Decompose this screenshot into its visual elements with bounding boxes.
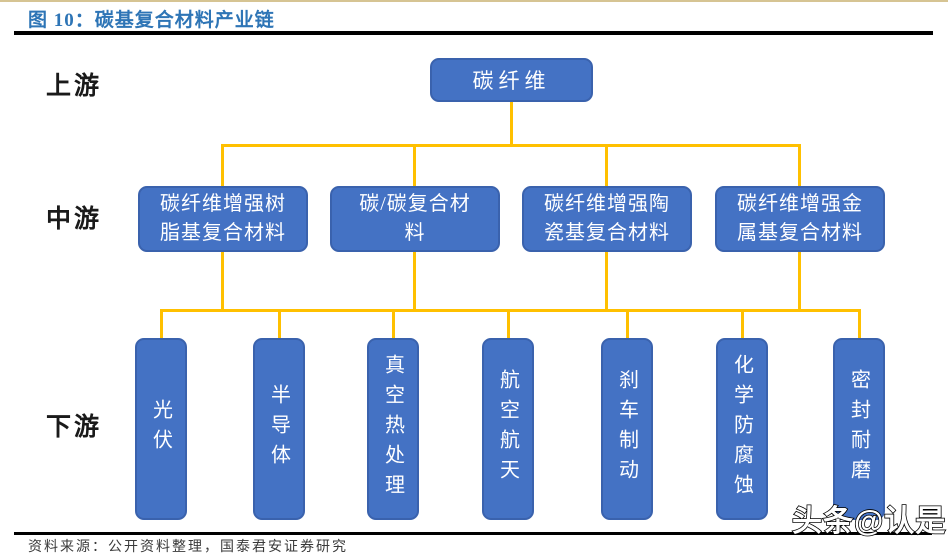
stage-label-downstream: 下游	[46, 414, 103, 441]
connector-h2-drop-2	[278, 309, 281, 339]
connector-h1	[221, 144, 800, 147]
connector-h1-drop-3	[605, 144, 608, 187]
connector-mid-riser-1	[221, 251, 224, 311]
connector-h2-drop-7	[858, 309, 861, 339]
connector-h1-drop-1	[221, 144, 224, 187]
stage-label-upstream: 上游	[46, 73, 103, 100]
figure-title: 图 10：碳基复合材料产业链	[28, 10, 275, 31]
node-vacuum-heat-treatment: 真空热处理	[367, 338, 419, 520]
node-seal-wear-resistance: 密封耐磨	[833, 338, 885, 520]
connector-mid-riser-3	[605, 251, 608, 311]
node-brake-system: 刹车制动	[601, 338, 653, 520]
node-resin-matrix-composite: 碳纤维增强树 脂基复合材料	[138, 186, 308, 252]
bottom-divider	[14, 532, 932, 535]
node-chemical-anticorrosion: 化学防腐蚀	[716, 338, 768, 520]
connector-h1-drop-2	[413, 144, 416, 187]
connector-mid-riser-4	[798, 251, 801, 311]
connector-h2-drop-3	[392, 309, 395, 339]
node-carbon-fiber: 碳纤维	[430, 58, 593, 102]
node-photovoltaic: 光伏	[135, 338, 187, 520]
node-metal-matrix-composite: 碳纤维增强金 属基复合材料	[715, 186, 885, 252]
node-aerospace: 航空航天	[482, 338, 534, 520]
connector-h2-drop-4	[507, 309, 510, 339]
node-carbon-carbon-composite: 碳/碳复合材 料	[330, 186, 500, 252]
node-semiconductor: 半导体	[253, 338, 305, 520]
top-accent-rule	[0, 0, 948, 2]
connector-h2-drop-6	[741, 309, 744, 339]
connector-h1-drop-4	[798, 144, 801, 187]
connector-h2	[160, 309, 860, 312]
connector-top-feed	[510, 102, 513, 146]
connector-mid-riser-2	[413, 251, 416, 311]
connector-h2-drop-5	[626, 309, 629, 339]
node-ceramic-matrix-composite: 碳纤维增强陶 瓷基复合材料	[522, 186, 692, 252]
title-divider	[14, 31, 933, 35]
stage-label-midstream: 中游	[46, 206, 103, 233]
watermark: 头条@认是	[791, 504, 947, 539]
connector-h2-drop-1	[160, 309, 163, 339]
source-note: 资料来源：公开资料整理，国泰君安证券研究	[28, 540, 348, 555]
